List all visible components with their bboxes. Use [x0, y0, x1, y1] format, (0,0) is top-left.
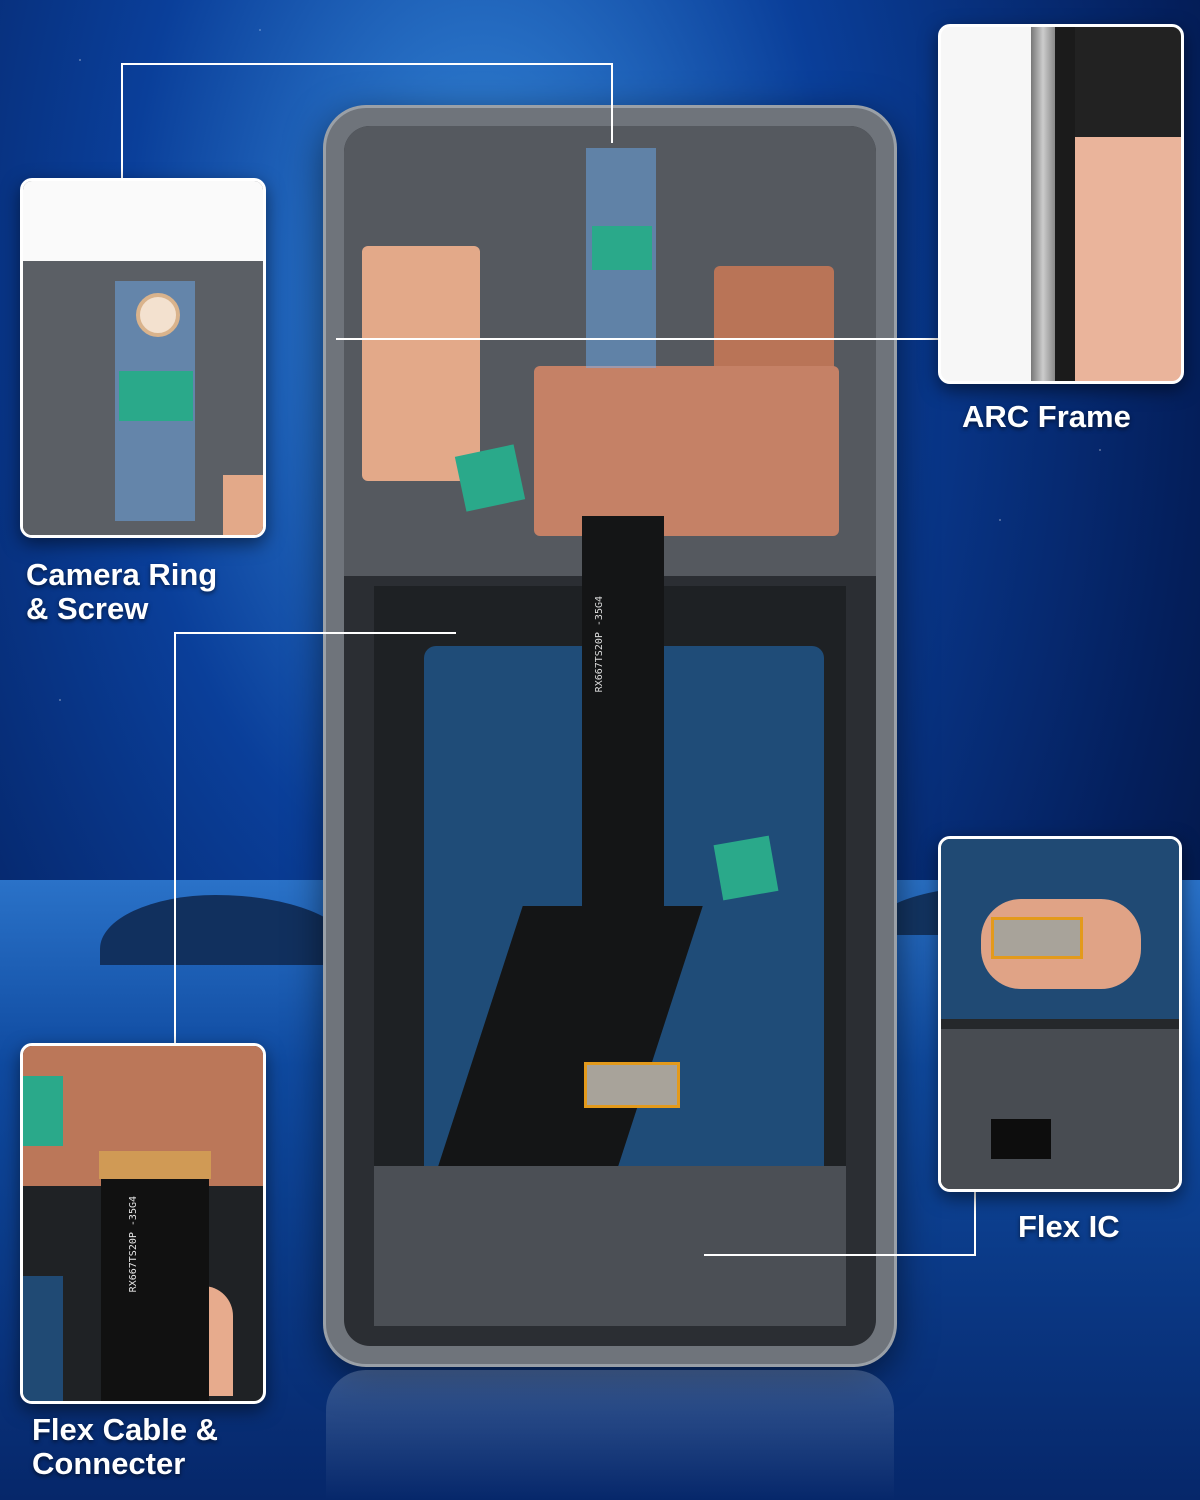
- label-flex-cable-line1: Flex Cable &: [32, 1412, 219, 1447]
- camera-ring-icon: [136, 293, 180, 337]
- arc-frame-inner: [1055, 27, 1075, 381]
- label-flex-cable: Flex Cable & Connecter: [32, 1413, 218, 1481]
- callout-line-flexic-left: [704, 1254, 976, 1256]
- flexcable-connector: [99, 1151, 211, 1179]
- callout-line-camera-down: [611, 63, 613, 143]
- inset-white-strip: [23, 181, 263, 261]
- callout-line-flexic-down: [974, 1188, 976, 1256]
- callout-line-arc: [336, 338, 938, 340]
- flexcable-cable: [101, 1154, 209, 1401]
- flex-ic-detail-image: [938, 836, 1182, 1192]
- label-arc-frame: ARC Frame: [962, 399, 1131, 434]
- flex-cable-detail-image: RX667TS20P -35G4: [20, 1043, 266, 1404]
- label-camera-ring-line1: Camera Ring: [26, 557, 218, 592]
- label-camera-ring: Camera Ring & Screw: [26, 558, 217, 626]
- label-flex-cable-line2: Connecter: [32, 1446, 186, 1481]
- flexic-board: [941, 1029, 1179, 1189]
- flexcable-green-tab: [23, 1076, 63, 1146]
- arc-frame-detail-image: [938, 24, 1184, 384]
- callout-line-flexcable-top: [174, 632, 456, 634]
- flexcable-marking: RX667TS20P -35G4: [128, 1196, 139, 1293]
- label-flex-ic: Flex IC: [1018, 1209, 1120, 1244]
- green-tab-lower: [713, 835, 779, 901]
- phone-inner-frame: RX667TS20P -35G4: [344, 126, 876, 1346]
- flexcable-blue-sheet: [23, 1276, 63, 1401]
- flexic-chip: [991, 917, 1083, 959]
- flex-ic-chip: [584, 1062, 680, 1108]
- camera-ring-detail-image: [20, 178, 266, 538]
- inset-green-tab: [119, 371, 193, 421]
- label-camera-ring-line2: & Screw: [26, 591, 149, 626]
- callout-line-camera-top: [121, 63, 613, 65]
- green-tab-camera: [592, 226, 652, 270]
- bottom-bracket: [374, 1166, 846, 1326]
- phone-screen-assembly-image: RX667TS20P -35G4: [326, 108, 894, 1364]
- arc-frame-copper: [1075, 137, 1181, 381]
- flexic-port: [991, 1119, 1051, 1159]
- copper-shield-center: [534, 366, 839, 536]
- flex-cable: [582, 516, 664, 946]
- copper-shield-left: [362, 246, 480, 481]
- inset-copper: [223, 475, 263, 535]
- arc-frame-dark-area: [1075, 27, 1181, 137]
- phone-reflection: [326, 1370, 894, 1500]
- callout-line-camera-left: [121, 63, 123, 179]
- flex-cable-marking: RX667TS20P -35G4: [594, 596, 605, 693]
- arc-frame-edge: [1031, 27, 1055, 381]
- callout-line-flexcable-down: [174, 632, 176, 1044]
